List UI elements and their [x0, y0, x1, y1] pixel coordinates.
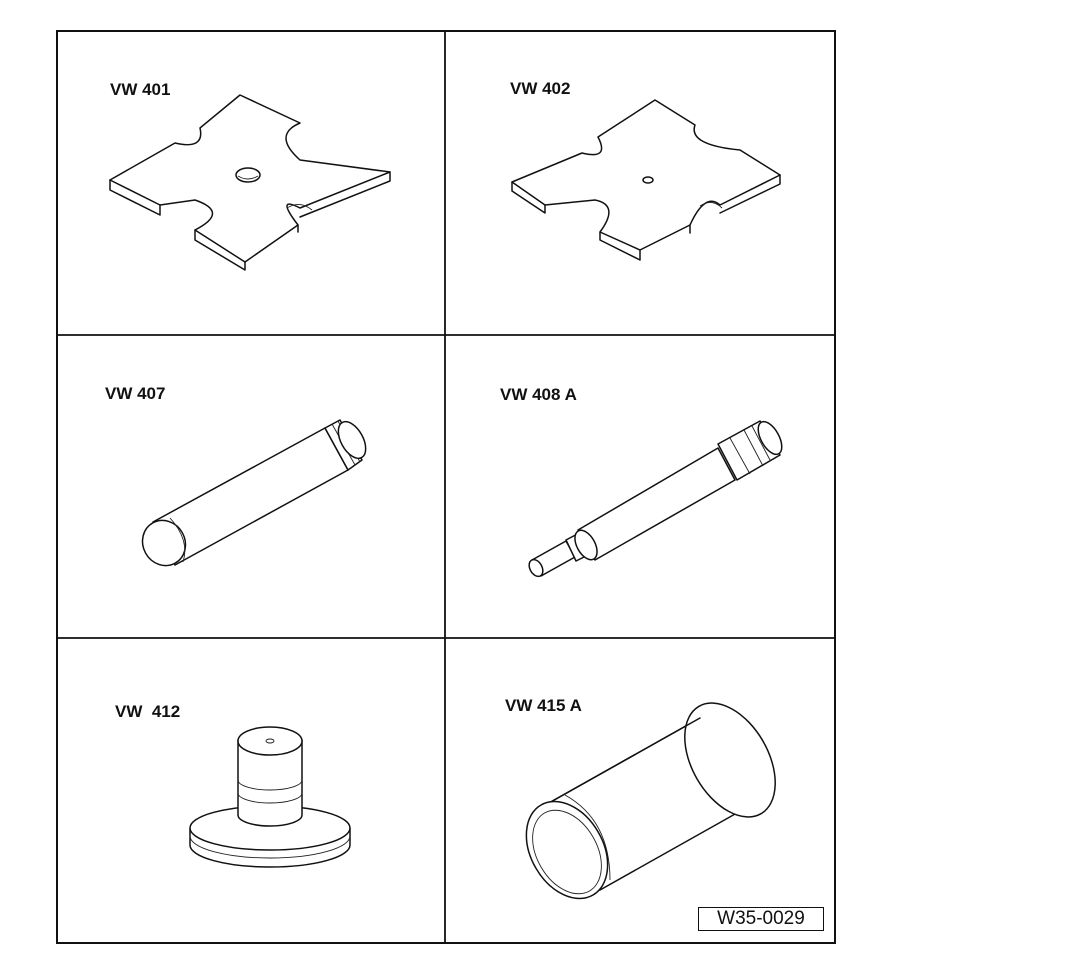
reference-code-box: W35-0029 [698, 907, 824, 931]
grid-frame [56, 30, 836, 944]
tool-label-vw-401: VW 401 [110, 80, 171, 99]
cross-plate-large-hole-icon [109, 94, 391, 271]
tool-label-vw-407: VW 407 [105, 384, 166, 403]
tool-label-vw-412: VW 412 [115, 702, 181, 721]
press-sleeve-icon [525, 702, 776, 900]
tool-label-vw-408a: VW 408 A [500, 385, 577, 404]
cross-plate-small-hole-icon [511, 99, 781, 261]
drift-pin-icon [141, 419, 367, 567]
flanged-press-tool-icon [189, 726, 351, 868]
stepped-drift-icon [528, 420, 783, 578]
tool-label-vw-402: VW 402 [510, 79, 571, 98]
tool-label-vw-415a: VW 415 A [505, 696, 582, 715]
